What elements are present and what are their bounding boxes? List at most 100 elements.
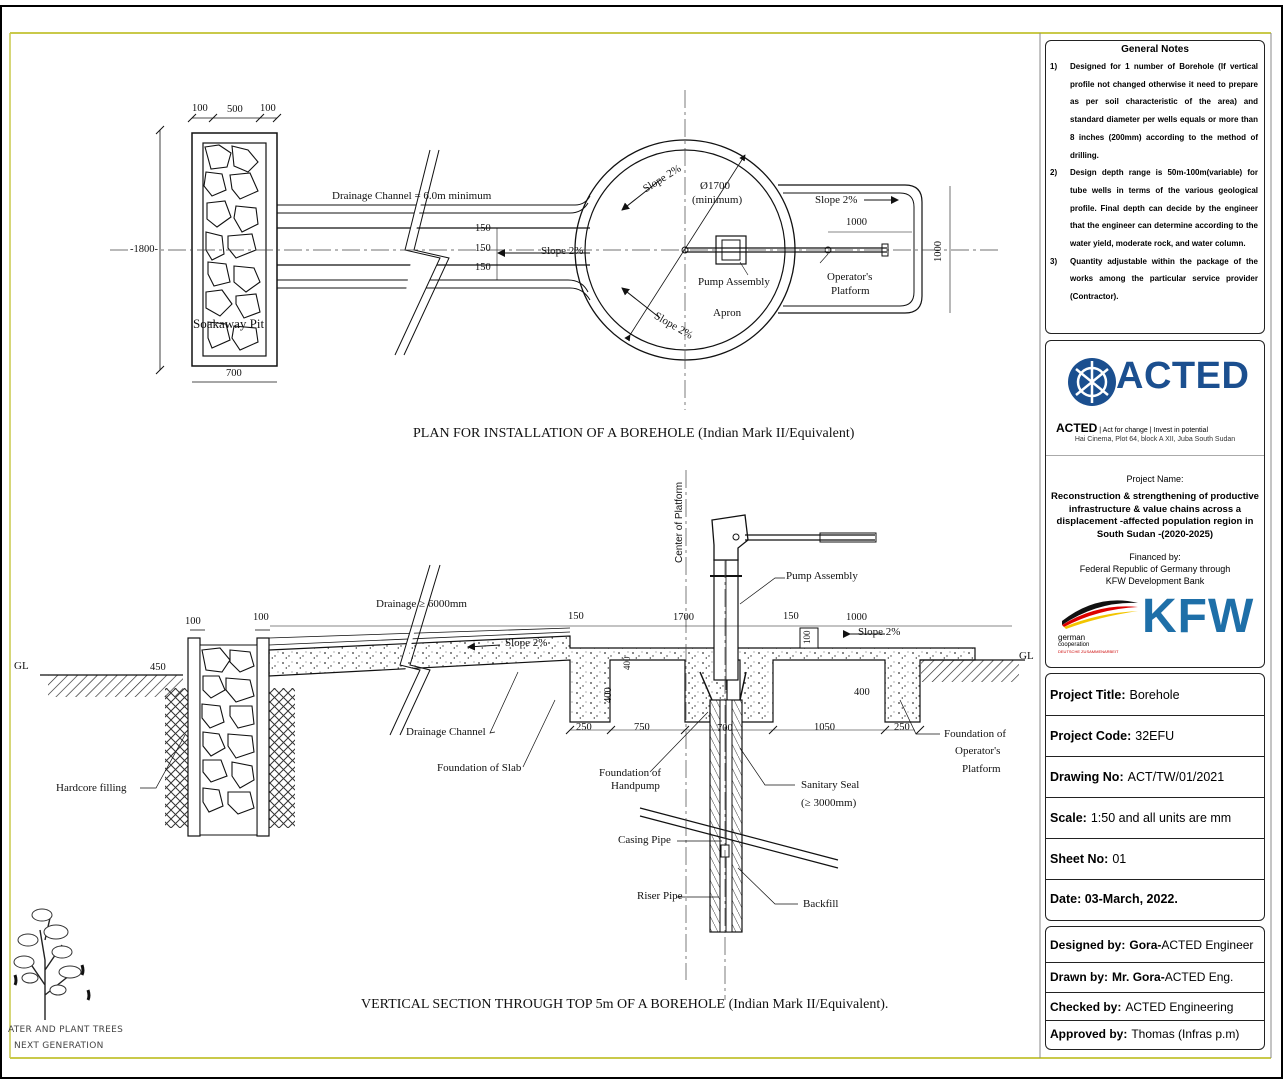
drainage-channel-section-label: Drainage Channel — [406, 726, 486, 738]
stones — [203, 144, 261, 351]
general-notes-panel: General Notes 1) Designed for 1 number of… — [1045, 40, 1265, 334]
acted-logo — [1068, 358, 1116, 406]
dim-sec-400-b: 400 — [622, 656, 632, 671]
hardcore-filling-label: Hardcore filling — [56, 782, 127, 794]
riser-pipe-label: Riser Pipe — [637, 890, 683, 902]
apron-label: Apron — [713, 307, 742, 319]
section-slope-b: Slope 2% — [858, 626, 901, 638]
gc-line-1: german — [1058, 633, 1086, 642]
note-item: 1) Designed for 1 number of Borehole (If … — [1046, 58, 1258, 164]
dim-sec-400-a: 400 — [603, 687, 614, 703]
operator-label-2: Platform — [831, 285, 870, 297]
scale-value: 1:50 and all units are mm — [1090, 811, 1232, 825]
project-title-value: Borehole — [1129, 688, 1180, 702]
checked-by-label: Checked by: — [1050, 1000, 1122, 1014]
dim-sec-1000: 1000 — [846, 612, 867, 623]
financed-line-2: KFW Development Bank — [1105, 576, 1205, 586]
date-value: Date: 03-March, 2022. — [1050, 892, 1178, 906]
dim-plan-1000: 1000 — [846, 217, 867, 228]
dim-sec-100-b: 100 — [253, 612, 269, 623]
checked-by-row: Checked by:ACTED Engineering — [1045, 994, 1263, 1020]
operator-label-1: Operator's — [827, 271, 873, 283]
dim-sec-150-b: 150 — [783, 611, 799, 622]
sanitary-seal-length: (≥ 3000mm) — [801, 797, 857, 809]
general-notes-title: General Notes — [1121, 44, 1189, 55]
approved-by-label: Approved by: — [1050, 1027, 1128, 1041]
dim-plan-1000-vertical: 1000 — [933, 241, 944, 262]
drawing-no-row: Drawing No:ACT/TW/01/2021 — [1045, 758, 1263, 796]
financed-line-1: Federal Republic of Germany through — [1079, 564, 1231, 574]
designed-by-label: Designed by: — [1050, 938, 1126, 952]
tree-slogan-1: ATER AND PLANT TREES — [8, 1025, 124, 1035]
diameter-label: Ø1700 — [700, 180, 730, 192]
note-item: 3) Quantity adjustable within the package… — [1046, 253, 1258, 306]
dim-1800-value: 1800 — [133, 244, 155, 255]
foundation-operator-label-1: Foundation of — [944, 728, 1007, 740]
note-number: 3) — [1050, 256, 1058, 266]
note-text: Quantity adjustable within the package o… — [1070, 256, 1258, 302]
approved-by-row: Approved by:Thomas (Infras p.m) — [1045, 1021, 1263, 1047]
channel-slope-label: Slope 2% — [541, 245, 584, 257]
german-flag-swoosh — [1062, 600, 1138, 629]
foundation-slab-label: Foundation of Slab — [437, 762, 522, 774]
center-of-platform-label: Center of Platform — [674, 481, 685, 563]
section-pump-label: Pump Assembly — [786, 570, 858, 582]
concrete-slab — [268, 635, 976, 723]
dim-150-b: 150 — [475, 243, 491, 254]
dim-sec-100-a: 100 — [185, 616, 201, 627]
kfw-logo-text: KFW — [1142, 590, 1255, 643]
dim-sec-400-c: 400 — [854, 687, 870, 698]
dim-sec-700: 700 — [717, 723, 733, 734]
ground-level-right: GL — [1019, 650, 1034, 662]
designed-by-org: ACTED Engineer — [1161, 938, 1254, 952]
plan-pump-label: Pump Assembly — [698, 276, 770, 288]
section-caption: VERTICAL SECTION THROUGH TOP 5m OF A BOR… — [361, 997, 889, 1012]
general-notes-list: 1) Designed for 1 number of Borehole (If … — [1046, 58, 1264, 306]
foundation-operator-label-2: Operator's — [955, 745, 1001, 757]
dim-sec-100-vertical: 100 — [802, 630, 812, 645]
tree-slogan-2: NEXT GENERATION — [14, 1041, 104, 1051]
acted-name: ACTED — [1056, 421, 1098, 435]
dim-sec-250-a: 250 — [576, 722, 592, 733]
scale-row: Scale:1:50 and all units are mm — [1045, 799, 1263, 837]
scale-label: Scale: — [1050, 811, 1087, 825]
project-name-label: Project Name: — [1126, 474, 1184, 484]
designed-by-row: Designed by:Gora-ACTED Engineer — [1045, 932, 1263, 958]
sheet-no-value: 01 — [1112, 852, 1127, 866]
note-item: 2)Design depth range is 50m-100m(variabl… — [1046, 164, 1258, 253]
tree-logo — [13, 908, 91, 1020]
financed-label: Financed by: — [1129, 552, 1181, 562]
sheet-no-row: Sheet No:01 — [1045, 840, 1263, 878]
plan-view — [110, 90, 1000, 410]
ground-level-left: GL — [14, 660, 29, 672]
dim-150-c: 150 — [475, 262, 491, 273]
german-cooperation-logo: german cooperation DEUTSCHE ZUSAMMENARBE… — [1058, 593, 1140, 655]
section-view — [40, 470, 1025, 1000]
gc-line-3: DEUTSCHE ZUSAMMENARBEIT — [1058, 649, 1119, 654]
outer-border — [0, 5, 1283, 1079]
sheet-no-label: Sheet No: — [1050, 852, 1109, 866]
note-text: Designed for 1 number of Borehole (If ve… — [1070, 62, 1258, 160]
dim-150-a: 150 — [475, 223, 491, 234]
drawn-by-org: ACTED Eng. — [1164, 970, 1234, 984]
project-title-label: Project Title: — [1050, 688, 1126, 702]
casing-pipe-label: Casing Pipe — [618, 834, 671, 846]
designed-by-name: Gora- — [1129, 938, 1162, 952]
signoff-box — [1045, 926, 1265, 1050]
note-number: 1) — [1050, 62, 1058, 71]
acted-address: Hai Cinema, Plot 64, block A XII, Juba S… — [1074, 436, 1236, 443]
drawing-no-value: ACT/TW/01/2021 — [1127, 770, 1225, 784]
note-number: 2) — [1050, 168, 1058, 178]
drawing-no-label: Drawing No: — [1050, 770, 1124, 784]
checked-by-value: ACTED Engineering — [1125, 1000, 1234, 1014]
drainage-channel-label: Drainage Channel = 6.0m minimum — [332, 190, 492, 202]
section-slope-a: Slope 2% — [505, 637, 548, 649]
foundation-handpump-label-1: Foundation of — [599, 767, 662, 779]
acted-logo-text: ACTED — [1116, 355, 1250, 397]
organization-panel: ACTED ACTED | Act for change | Invest in… — [1045, 340, 1265, 668]
dim-soak-500: 500 — [227, 104, 243, 115]
drawn-by-row: Drawn by:Mr. Gora-ACTED Eng. — [1045, 964, 1263, 990]
dim-sec-150-a: 150 — [568, 611, 584, 622]
dim-sec-450: 450 — [150, 662, 166, 673]
soakaway-pit — [191, 132, 278, 367]
